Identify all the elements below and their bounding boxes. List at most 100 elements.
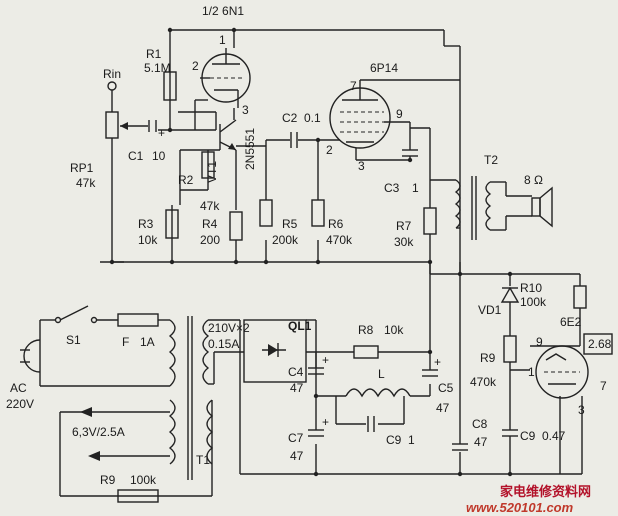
l-label: L	[378, 367, 385, 381]
c8-label: C8	[472, 417, 488, 431]
r10-value: 100k	[520, 295, 547, 309]
r8-value: 10k	[384, 323, 404, 337]
c3-pin: 1	[412, 181, 419, 195]
v2-pin9: 9	[396, 107, 403, 121]
c3-label: C3	[384, 181, 400, 195]
r5-label: R5	[282, 217, 298, 231]
junction-dots	[109, 27, 513, 477]
ac-plug-icon: AC 220V	[6, 339, 41, 411]
r4-value: 200	[200, 233, 220, 247]
r4-resistor: R4 200	[200, 211, 243, 247]
v2-pin2: 2	[326, 143, 333, 157]
r9a-value: 470k	[470, 375, 497, 389]
heater-label: 6,3V/2.5A	[72, 425, 125, 439]
v1-label: 1/2 6N1	[202, 4, 244, 18]
c1-value: 10	[152, 149, 166, 163]
c9b-label: C9	[520, 429, 536, 443]
r7-resistor: R7 30k	[394, 128, 437, 262]
r2-value: 47k	[200, 199, 220, 213]
c2-value: 0.1	[304, 111, 321, 125]
t1-secondary-current: 0.15A	[208, 337, 239, 351]
c5-capacitor: + C5 47	[422, 355, 454, 415]
v3-pin9: 9	[536, 335, 543, 349]
c4-capacitor: + C4 47	[288, 352, 329, 395]
rin-terminal: Rin	[103, 67, 121, 91]
v2-label: 6P14	[370, 61, 398, 75]
r3-label: R3	[138, 217, 154, 231]
v3-label: 6E2	[560, 315, 582, 329]
v2-tube: 6P14 7 9 2 3	[326, 61, 460, 173]
wires-preamp	[100, 29, 461, 274]
r10-label: R10	[520, 281, 542, 295]
c2-capacitor: C2 0.1	[282, 111, 321, 148]
r1-resistor: R1 5.1M	[144, 47, 177, 101]
r6-resistor: R6 470k	[311, 199, 353, 247]
c8-capacitor: C8 47	[452, 417, 488, 451]
v1-pin1: 1	[219, 33, 226, 47]
c2-label: C2	[282, 111, 298, 125]
svg-text:+: +	[322, 353, 329, 367]
t1-transformer: T1 210V×2 0.15A 6,3V/2.5A	[60, 316, 250, 480]
s1-label: S1	[66, 333, 81, 347]
c5-label: C5	[438, 381, 454, 395]
r10-resistor: R10 100k	[520, 281, 587, 309]
s1-switch: S1	[54, 305, 98, 347]
ql1-label: QL1	[288, 319, 312, 333]
r4-label: R4	[202, 217, 218, 231]
t1-label: T1	[196, 453, 210, 467]
rp1-value: 47k	[76, 176, 96, 190]
wires-power	[39, 262, 461, 497]
v3-pin7: 7	[600, 379, 607, 393]
ac-value: 220V	[6, 397, 34, 411]
v1-pin2: 2	[192, 59, 199, 73]
v2-pin7: 7	[350, 79, 357, 93]
r9b-label: R9	[100, 473, 116, 487]
t2-transformer: T2	[430, 153, 532, 240]
r2-resistor: R2 47k	[178, 151, 220, 213]
vt1-label: VT1	[205, 161, 219, 183]
c1-label: C1	[128, 149, 144, 163]
c9a-label: C9	[386, 433, 402, 447]
c9-indicator-capacitor: C9 0.47	[502, 429, 566, 443]
rp1-potentiometer: RP1 47k	[70, 111, 128, 190]
watermark: 家电维修资料网 www.520101.com	[466, 484, 591, 515]
transistor-type: 2N5551	[243, 128, 257, 170]
ac-label: AC	[10, 381, 27, 395]
t2-label: T2	[484, 153, 498, 167]
c7-value: 47	[290, 449, 304, 463]
r5-value: 200k	[272, 233, 299, 247]
r9-indicator-resistor: R9 470k	[470, 335, 517, 389]
r3-resistor: R3 10k	[138, 209, 179, 247]
r1-label: R1	[146, 47, 162, 61]
r5-resistor: R5 200k	[259, 199, 299, 247]
vd1-diode: VD1	[478, 286, 520, 317]
ql1-bridge-rectifier: QL1	[243, 319, 312, 383]
r8-label: R8	[358, 323, 374, 337]
svg-text:+: +	[158, 126, 165, 140]
r9a-label: R9	[480, 351, 496, 365]
fuse: F 1A	[117, 313, 159, 349]
v3-value: 2.68	[588, 337, 612, 351]
rin-label: Rin	[103, 67, 121, 81]
r1-value: 5.1M	[144, 61, 171, 75]
c7-label: C7	[288, 431, 304, 445]
fuse-value: 1A	[140, 335, 155, 349]
rp1-label: RP1	[70, 161, 94, 175]
c8-value: 47	[474, 435, 488, 449]
r9b-value: 100k	[130, 473, 157, 487]
v2-pin3: 3	[358, 159, 365, 173]
c9-filter-capacitor: C9 1	[367, 416, 415, 447]
v3-pin1: 1	[528, 365, 535, 379]
r6-label: R6	[328, 217, 344, 231]
watermark-text-cn: 家电维修资料网	[500, 484, 591, 499]
c9a-value: 1	[408, 433, 415, 447]
r3-value: 10k	[138, 233, 158, 247]
c7-capacitor: + C7 47	[288, 415, 329, 463]
c4-label: C4	[288, 365, 304, 379]
v3-pin3: 3	[578, 403, 585, 417]
t1-secondary-label: 210V×2	[208, 321, 250, 335]
svg-text:+: +	[434, 355, 441, 369]
c9b-value: 0.47	[542, 429, 566, 443]
